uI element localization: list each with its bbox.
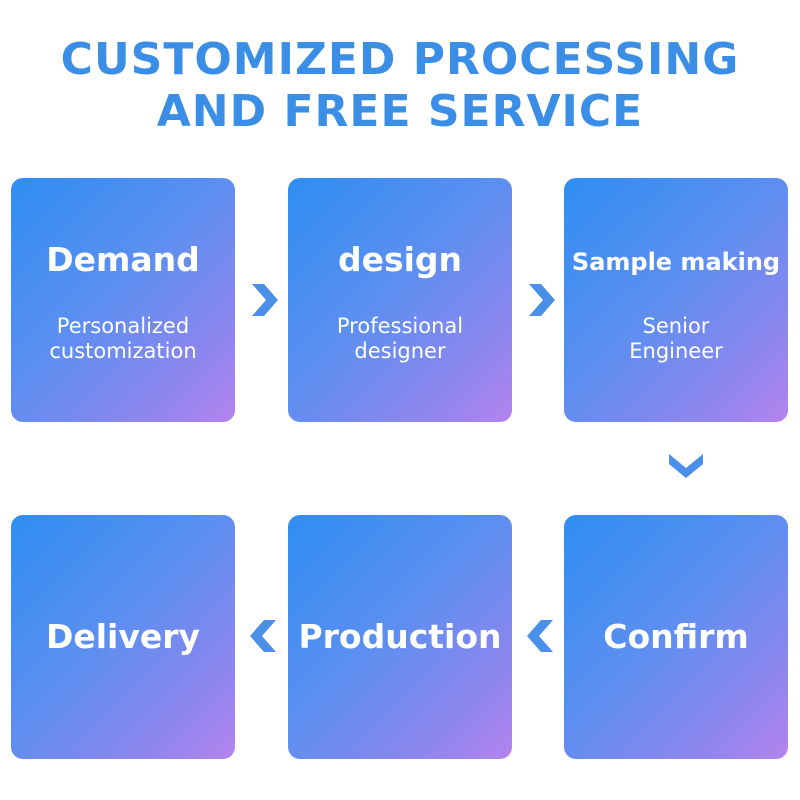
page-title-line-2: AND FREE SERVICE [156, 86, 644, 137]
step-heading: design [337, 240, 463, 279]
step-heading: Sample making [571, 248, 781, 276]
step-description-line: Professional [336, 314, 464, 338]
step-description-line: Engineer [629, 339, 723, 363]
step-production: Production [288, 515, 512, 759]
step-description-line: customization [49, 339, 197, 363]
page-title-line-1: CUSTOMIZED PROCESSING [60, 34, 740, 85]
step-heading: Confirm [603, 617, 749, 656]
step-heading: Production [298, 617, 502, 656]
step-description: Personalized customization [11, 314, 235, 364]
chevron-down-icon [666, 446, 706, 486]
chevron-right-icon [521, 280, 561, 320]
step-description-line: designer [354, 339, 446, 363]
step-delivery: Delivery [11, 515, 235, 759]
step-demand: Demand Personalized customization [11, 178, 235, 422]
step-sample-making: Sample making Senior Engineer [564, 178, 788, 422]
step-confirm: Confirm [564, 515, 788, 759]
chevron-right-icon [244, 280, 284, 320]
chevron-left-icon [244, 616, 284, 656]
step-heading: Delivery [45, 617, 201, 656]
step-description: Professional designer [288, 314, 512, 364]
step-description-line: Personalized [56, 314, 190, 338]
chevron-left-icon [521, 616, 561, 656]
step-description: Senior Engineer [564, 314, 788, 364]
step-description-line: Senior [642, 314, 710, 338]
step-heading: Demand [46, 240, 200, 279]
step-design: design Professional designer [288, 178, 512, 422]
